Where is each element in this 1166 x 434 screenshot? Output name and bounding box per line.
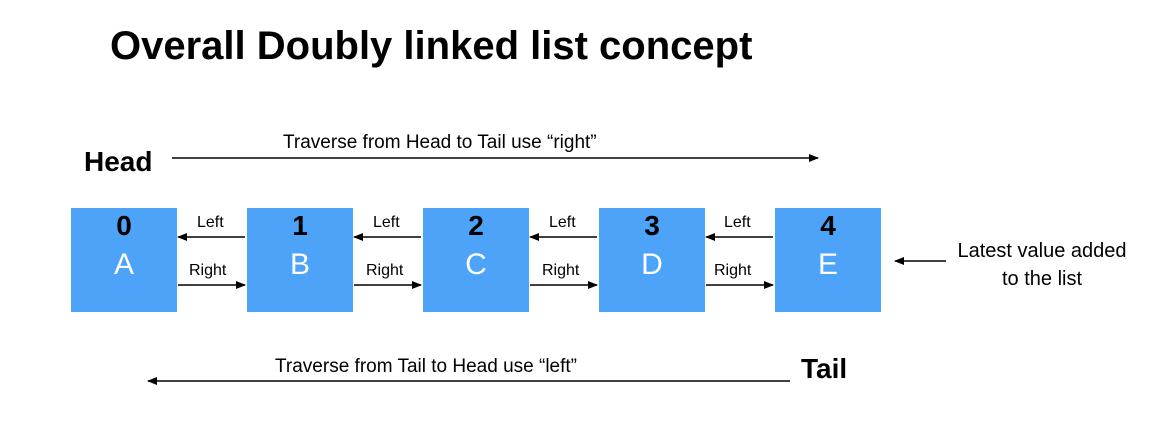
right-link-label-3: Right xyxy=(542,262,580,279)
left-link-label-2: Left xyxy=(373,214,400,231)
node-value: B xyxy=(289,248,310,281)
node-1: 1 B xyxy=(247,208,353,312)
node-2: 2 C xyxy=(423,208,529,312)
node-value: D xyxy=(641,248,663,281)
node-value: C xyxy=(465,248,487,281)
node-0: 0 A xyxy=(71,208,177,312)
latest-value-note: Latest value added to the list xyxy=(957,240,1127,290)
node-index: 1 xyxy=(292,210,308,241)
diagram-title: Overall Doubly linked list concept xyxy=(110,24,753,68)
node-value: E xyxy=(817,248,838,281)
right-link-label-2: Right xyxy=(366,262,404,279)
node-index: 4 xyxy=(820,210,836,241)
left-link-label-3: Left xyxy=(549,214,576,231)
right-link-label-1: Right xyxy=(189,262,227,279)
left-link-label-4: Left xyxy=(724,214,751,231)
node-4: 4 E xyxy=(775,208,881,312)
node-3: 3 D xyxy=(599,208,705,312)
backward-traversal-caption: Traverse from Tail to Head use “left” xyxy=(275,356,577,377)
head-label: Head xyxy=(84,146,153,177)
node-value: A xyxy=(113,248,134,281)
node-index: 0 xyxy=(116,210,132,241)
node-index: 3 xyxy=(644,210,660,241)
right-link-label-4: Right xyxy=(714,262,752,279)
left-link-label-1: Left xyxy=(197,214,224,231)
tail-label: Tail xyxy=(801,353,848,384)
forward-traversal-caption: Traverse from Head to Tail use “right” xyxy=(283,132,597,153)
node-index: 2 xyxy=(468,210,484,241)
